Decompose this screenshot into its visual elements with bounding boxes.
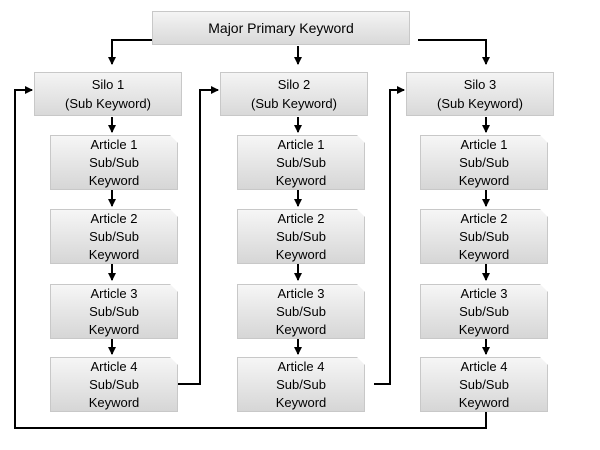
article-line-2: Sub/Sub bbox=[276, 154, 326, 170]
silo-title: Silo 2 bbox=[277, 77, 311, 92]
article-line-2: Sub/Sub bbox=[459, 228, 509, 244]
article-title: Article 1 bbox=[90, 136, 138, 152]
article-title: Article 2 bbox=[277, 210, 325, 226]
article-line-3: Keyword bbox=[275, 321, 327, 337]
article-line-2: Sub/Sub bbox=[89, 228, 139, 244]
article-line-3: Keyword bbox=[88, 394, 140, 410]
silo-2-article-1: Article 1 Sub/Sub Keyword bbox=[237, 135, 365, 190]
silo-2-article-3: Article 3 Sub/Sub Keyword bbox=[237, 284, 365, 339]
silo-1-article-2: Article 2 Sub/Sub Keyword bbox=[50, 209, 178, 264]
article-line-3: Keyword bbox=[458, 321, 510, 337]
article-line-3: Keyword bbox=[458, 172, 510, 188]
silo-3-article-4: Article 4 Sub/Sub Keyword bbox=[420, 357, 548, 412]
article-line-3: Keyword bbox=[458, 246, 510, 262]
article-title: Article 3 bbox=[90, 285, 138, 301]
silo-2-article-2: Article 2 Sub/Sub Keyword bbox=[237, 209, 365, 264]
article-line-2: Sub/Sub bbox=[459, 303, 509, 319]
arrow-s3a4-to-silo-1 bbox=[14, 86, 487, 429]
article-title: Article 3 bbox=[460, 285, 508, 301]
silo-subtitle: (Sub Keyword) bbox=[251, 96, 337, 111]
article-line-2: Sub/Sub bbox=[276, 376, 326, 392]
article-line-2: Sub/Sub bbox=[89, 376, 139, 392]
primary-keyword-node: Major Primary Keyword bbox=[152, 11, 410, 45]
article-line-3: Keyword bbox=[275, 246, 327, 262]
silo-1-node: Silo 1 (Sub Keyword) bbox=[34, 72, 182, 116]
silo-3-article-1: Article 1 Sub/Sub Keyword bbox=[420, 135, 548, 190]
article-line-2: Sub/Sub bbox=[89, 303, 139, 319]
silo-3-node: Silo 3 (Sub Keyword) bbox=[406, 72, 554, 116]
article-title: Article 4 bbox=[460, 358, 508, 374]
silo-3-article-2: Article 2 Sub/Sub Keyword bbox=[420, 209, 548, 264]
article-line-2: Sub/Sub bbox=[459, 154, 509, 170]
silo-1-article-4: Article 4 Sub/Sub Keyword bbox=[50, 357, 178, 412]
article-line-2: Sub/Sub bbox=[276, 228, 326, 244]
silo-title: Silo 1 bbox=[91, 77, 125, 92]
arrow-top-to-silo-1 bbox=[108, 39, 152, 65]
arrow-top-to-silo-3 bbox=[418, 39, 490, 65]
article-line-2: Sub/Sub bbox=[459, 376, 509, 392]
article-title: Article 2 bbox=[90, 210, 138, 226]
article-line-3: Keyword bbox=[88, 246, 140, 262]
arrow-s2a4-to-silo-3 bbox=[374, 86, 405, 385]
article-title: Article 4 bbox=[90, 358, 138, 374]
primary-keyword-label: Major Primary Keyword bbox=[208, 20, 354, 36]
silo-3-article-3: Article 3 Sub/Sub Keyword bbox=[420, 284, 548, 339]
article-line-3: Keyword bbox=[275, 394, 327, 410]
arrow-s1a4-to-silo-2 bbox=[178, 86, 219, 385]
article-line-3: Keyword bbox=[275, 172, 327, 188]
silo-subtitle: (Sub Keyword) bbox=[437, 96, 523, 111]
article-title: Article 2 bbox=[460, 210, 508, 226]
article-title: Article 3 bbox=[277, 285, 325, 301]
article-title: Article 4 bbox=[277, 358, 325, 374]
article-title: Article 1 bbox=[460, 136, 508, 152]
article-line-3: Keyword bbox=[458, 394, 510, 410]
silo-1-article-3: Article 3 Sub/Sub Keyword bbox=[50, 284, 178, 339]
article-line-2: Sub/Sub bbox=[89, 154, 139, 170]
article-line-3: Keyword bbox=[88, 172, 140, 188]
silo-title: Silo 3 bbox=[463, 77, 497, 92]
article-line-2: Sub/Sub bbox=[276, 303, 326, 319]
silo-1-article-1: Article 1 Sub/Sub Keyword bbox=[50, 135, 178, 190]
silo-2-article-4: Article 4 Sub/Sub Keyword bbox=[237, 357, 365, 412]
silo-2-node: Silo 2 (Sub Keyword) bbox=[220, 72, 368, 116]
article-line-3: Keyword bbox=[88, 321, 140, 337]
article-title: Article 1 bbox=[277, 136, 325, 152]
silo-subtitle: (Sub Keyword) bbox=[65, 96, 151, 111]
